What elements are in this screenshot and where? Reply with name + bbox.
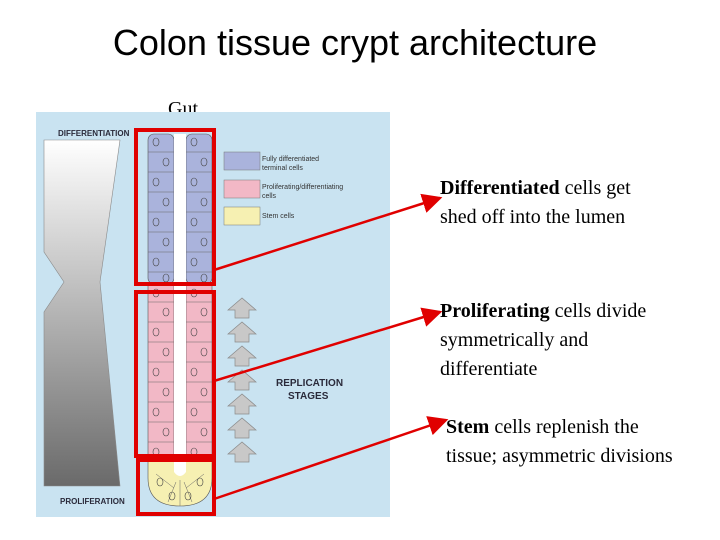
annotation-differentiated: Differentiated cells get shed off into t… <box>440 174 631 232</box>
annotation-1-bold: Differentiated <box>440 177 560 199</box>
differentiation-gradient <box>43 139 121 487</box>
annotation-3-line2: tissue; asymmetric divisions <box>446 445 673 467</box>
annotation-1-rest: cells get <box>559 177 631 199</box>
legend-label-2b: cells <box>262 193 277 200</box>
annotation-2-line2: symmetrically and <box>440 329 589 351</box>
replication-label-1: REPLICATION <box>276 378 343 389</box>
annotation-3-rest: cells replenish the <box>489 416 639 438</box>
proliferation-label: PROLIFERATION <box>60 497 125 506</box>
legend-label-3a: Stem cells <box>262 213 295 220</box>
crypt <box>147 133 213 507</box>
replication-label-2: STAGES <box>288 391 329 402</box>
annotation-2-line3: differentiate <box>440 358 538 380</box>
legend-label-1a: Fully differentiated <box>262 156 319 163</box>
page-title: Colon tissue crypt architecture <box>112 22 598 63</box>
annotation-proliferating: Proliferating cells divide symmetrically… <box>440 297 646 384</box>
legend-swatch-differentiated <box>223 151 261 171</box>
annotation-3-bold: Stem <box>446 416 490 438</box>
annotation-1-line2: shed off into the lumen <box>440 206 626 228</box>
annotation-stem: Stem cells replenish the tissue; asymmet… <box>446 413 673 471</box>
annotation-2-bold: Proliferating <box>440 300 550 322</box>
legend-label-2a: Proliferating/differentiating <box>262 184 343 191</box>
legend-swatch-proliferating <box>223 179 261 199</box>
differentiation-label: DIFFERENTIATION <box>58 129 130 138</box>
annotation-2-rest: cells divide <box>549 300 647 322</box>
up-arrow-icon <box>227 393 257 415</box>
crypt-figure: DIFFERENTIATION PROLIFERATION <box>36 112 390 517</box>
legend-swatch-stem <box>223 206 261 226</box>
legend-label-1b: terminal cells <box>262 165 303 172</box>
